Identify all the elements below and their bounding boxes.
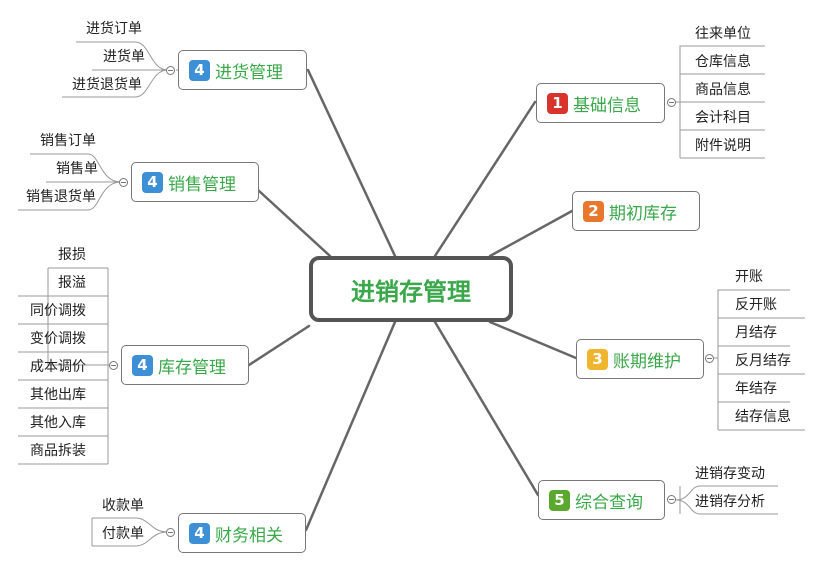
leaf-item[interactable]: 付款单 [102,526,144,542]
leaf-item[interactable]: 进货订单 [86,21,142,37]
leaf-item[interactable]: 销售订单 [40,133,96,149]
leaf-item[interactable]: 销售退货单 [26,189,96,205]
branch-label: 进货管理 [215,62,283,83]
branch-comprehensive-query[interactable]: 5 综合查询 [538,480,665,520]
leaf-item[interactable]: 进销存变动 [695,466,765,482]
leaf-item[interactable]: 其他入库 [30,415,86,431]
branch-purchase-management[interactable]: 4 进货管理 [178,50,307,90]
leaf-item[interactable]: 变价调拨 [30,331,86,347]
priority-badge: 4 [142,171,163,193]
leaf-item[interactable]: 商品信息 [695,82,751,98]
collapse-toggle-icon[interactable] [667,495,676,504]
leaf-item[interactable]: 反月结存 [735,353,791,369]
collapse-toggle-icon[interactable] [667,98,676,107]
branch-period-maintenance[interactable]: 3 账期维护 [576,339,704,379]
leaf-item[interactable]: 报损 [58,247,86,263]
collapse-toggle-icon[interactable] [109,361,118,370]
branch-label: 财务相关 [215,525,283,546]
priority-badge: 5 [549,489,570,511]
priority-badge: 4 [189,522,210,544]
leaf-item[interactable]: 年结存 [735,381,777,397]
leaf-item[interactable]: 附件说明 [695,138,751,154]
collapse-toggle-icon[interactable] [705,354,714,363]
priority-badge: 1 [547,92,568,114]
leaf-item[interactable]: 结存信息 [735,409,791,425]
priority-badge: 2 [583,200,604,222]
central-topic[interactable]: 进销存管理 [309,256,513,322]
leaf-item[interactable]: 报溢 [58,275,86,291]
branch-opening-inventory[interactable]: 2 期初库存 [572,191,700,231]
branch-label: 库存管理 [158,357,226,378]
branch-label: 基础信息 [573,95,641,116]
branch-label: 账期维护 [613,351,681,372]
leaf-item[interactable]: 进货退货单 [72,77,142,93]
branch-sales-management[interactable]: 4 销售管理 [131,162,259,202]
leaf-item[interactable]: 会计科目 [695,110,751,126]
leaf-item[interactable]: 仓库信息 [695,54,751,70]
leaf-item[interactable]: 进销存分析 [695,494,765,510]
branch-finance[interactable]: 4 财务相关 [178,513,306,553]
branch-label: 综合查询 [575,492,643,513]
leaf-item[interactable]: 往来单位 [695,26,751,42]
leaf-item[interactable]: 开账 [735,269,763,285]
leaf-item[interactable]: 同价调拨 [30,303,86,319]
priority-badge: 4 [132,354,153,376]
collapse-toggle-icon[interactable] [119,178,128,187]
priority-badge: 4 [189,59,210,81]
branch-label: 销售管理 [168,174,236,195]
leaf-item[interactable]: 其他出库 [30,387,86,403]
collapse-toggle-icon[interactable] [166,528,175,537]
leaf-item[interactable]: 反开账 [735,297,777,313]
leaf-item[interactable]: 商品拆装 [30,443,86,459]
leaf-item[interactable]: 销售单 [56,161,98,177]
leaf-item[interactable]: 进货单 [103,49,145,65]
priority-badge: 3 [587,348,608,370]
leaf-item[interactable]: 月结存 [735,325,777,341]
leaf-item[interactable]: 成本调价 [30,359,86,375]
collapse-toggle-icon[interactable] [166,66,175,75]
branch-basic-info[interactable]: 1 基础信息 [536,83,665,123]
leaf-item[interactable]: 收款单 [102,498,144,514]
branch-label: 期初库存 [609,203,677,224]
branch-inventory-management[interactable]: 4 库存管理 [121,345,249,385]
